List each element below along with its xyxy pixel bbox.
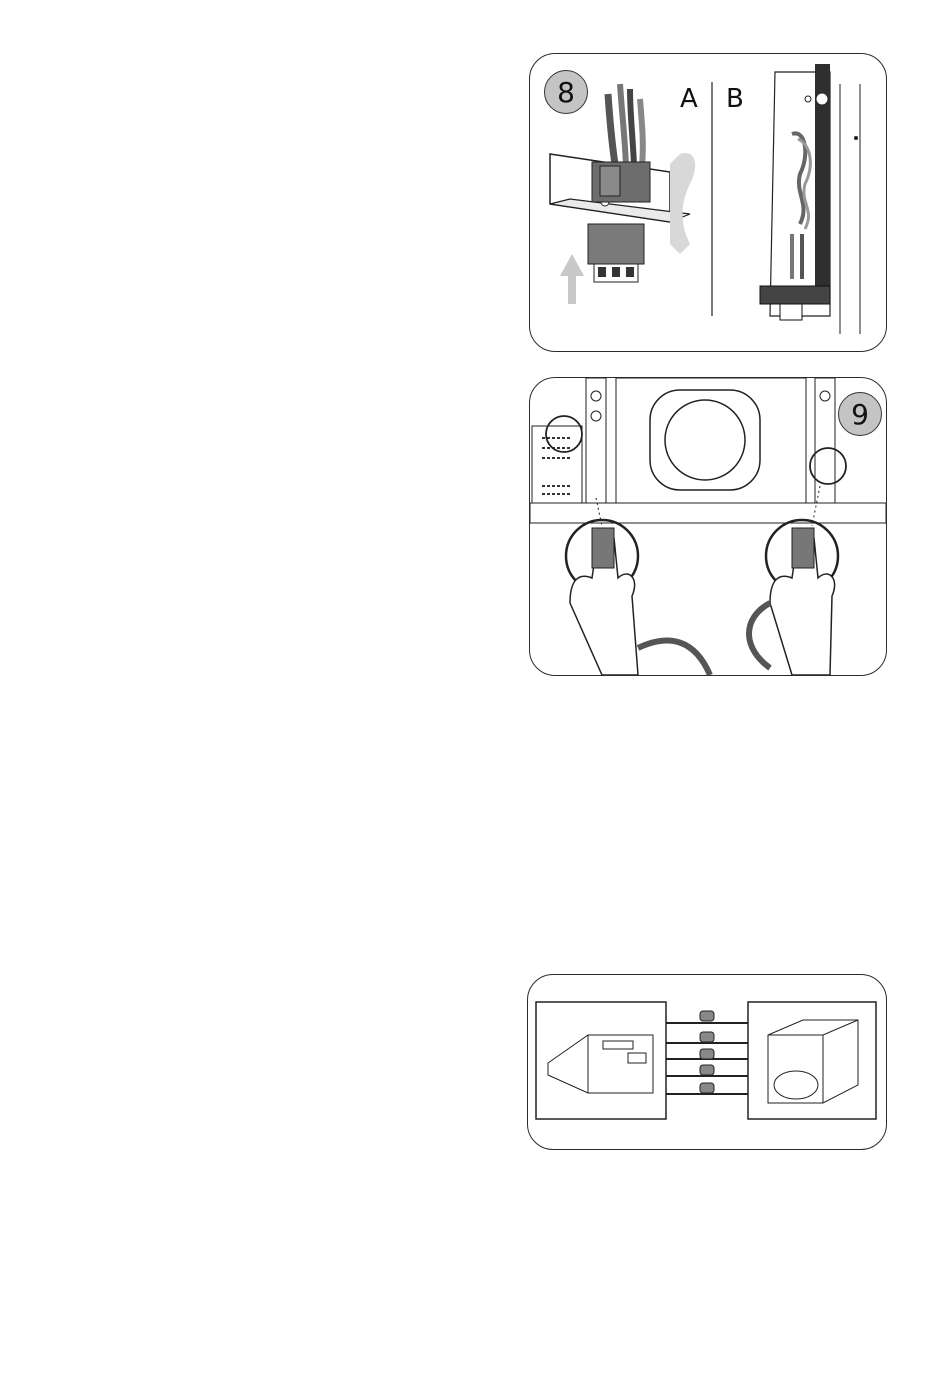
- hood-connection-illustration: [530, 378, 886, 675]
- step-number-badge: 9: [838, 392, 882, 436]
- step-number: 8: [557, 76, 575, 109]
- wiring-illustration: [528, 975, 886, 1149]
- step-number-badge: 8: [544, 70, 588, 114]
- label-a: A: [680, 84, 698, 114]
- step-number: 9: [851, 398, 869, 431]
- label-b: B: [726, 84, 744, 114]
- figure-wiring: [527, 974, 887, 1150]
- figure-step-8: 8 A B: [529, 53, 887, 352]
- figure-step-9: 9: [529, 377, 887, 676]
